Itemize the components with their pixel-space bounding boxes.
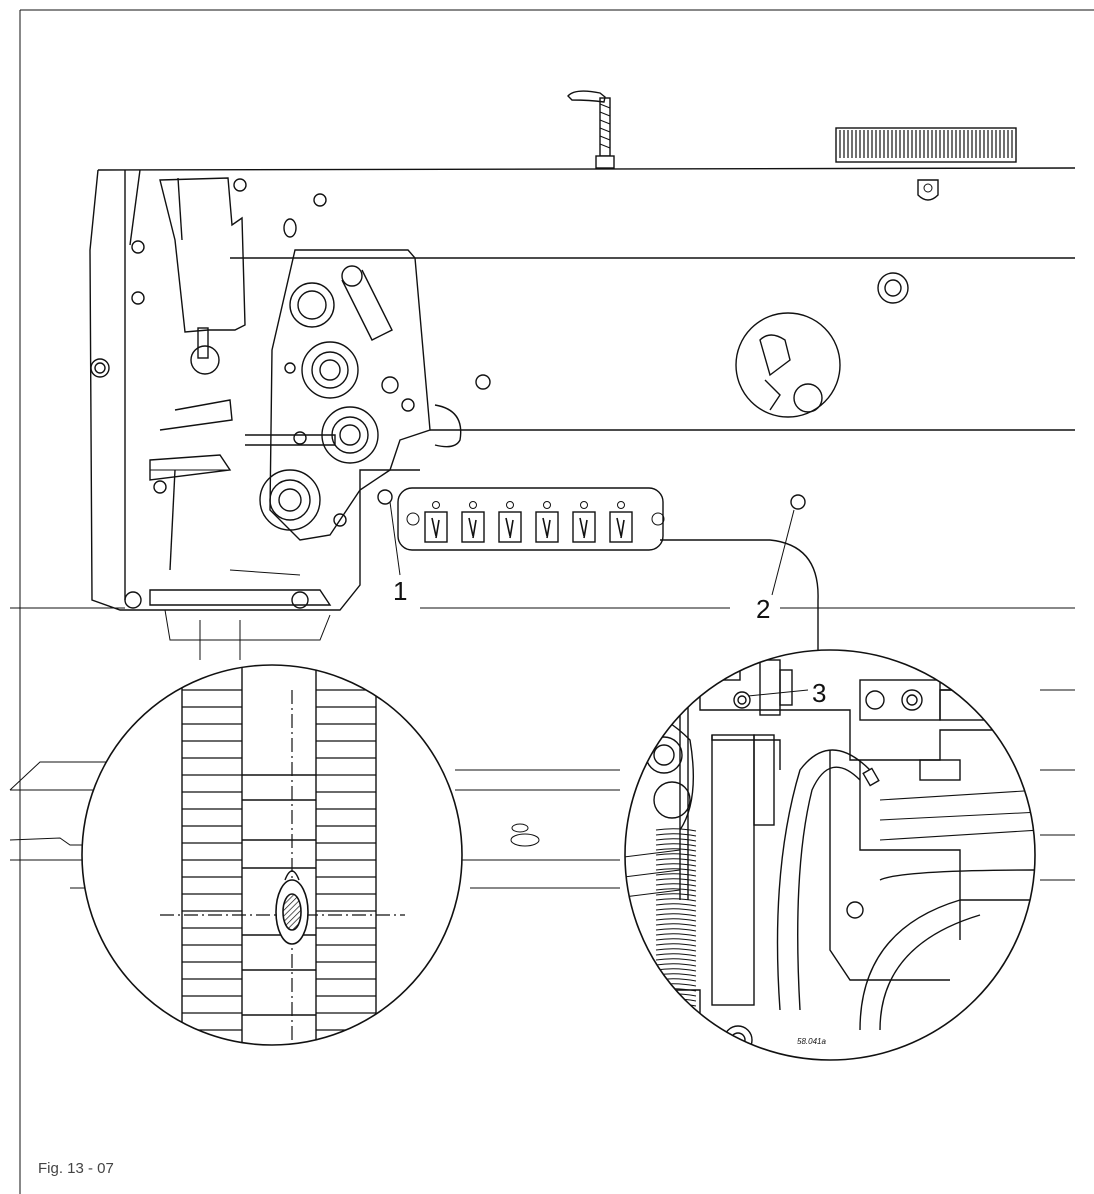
detail-hook-setting: [624, 649, 1036, 1061]
drawing-number: 58.041a: [797, 1037, 826, 1046]
machine-arm: [10, 167, 1076, 650]
thread-tension-assembly: [245, 249, 462, 541]
switch-key: [572, 501, 596, 543]
switch-key: [535, 501, 559, 543]
hole-1: [377, 489, 401, 576]
switch-key: [609, 501, 633, 543]
switch-key: [498, 501, 522, 543]
page-frame: [19, 9, 1094, 1194]
machine-bed: [9, 609, 1075, 889]
switch-key: [461, 501, 485, 543]
presser-bar-screw: [567, 90, 615, 169]
callout-3: 3: [812, 678, 826, 708]
figure-caption: Fig. 13 - 07: [38, 1160, 114, 1177]
handwheel-knurl: [835, 127, 1017, 163]
detail-needle-position: [81, 664, 463, 1046]
face-plate: [124, 177, 332, 609]
switch-panel: [397, 487, 665, 551]
switch-key: [424, 501, 448, 543]
callout-2: 2: [756, 594, 770, 624]
hole-2: [771, 494, 806, 596]
callout-1: 1: [393, 576, 407, 606]
